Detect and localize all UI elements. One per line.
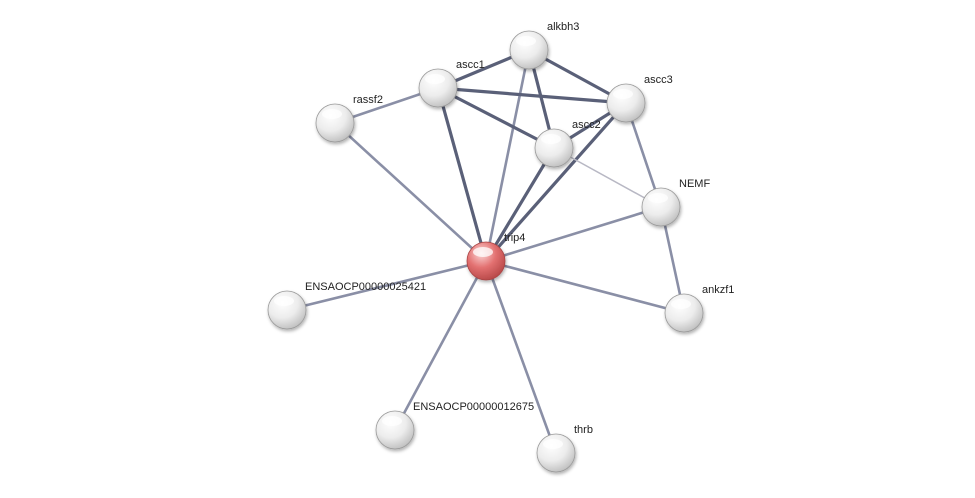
node-label-alkbh3: alkbh3 xyxy=(547,21,579,33)
edge-ENSAOCP00000012675-trip4 xyxy=(393,259,488,432)
node-gloss-thrb xyxy=(543,439,563,449)
node-label-rassf2: rassf2 xyxy=(353,94,383,106)
node-gloss-NEMF xyxy=(648,193,668,203)
node-rassf2[interactable]: rassf2 xyxy=(315,94,383,143)
node-label-NEMF: NEMF xyxy=(679,178,710,190)
node-thrb[interactable]: thrb xyxy=(536,424,593,473)
node-gloss-rassf2 xyxy=(322,109,342,119)
edge-ascc1-trip4 xyxy=(436,86,488,263)
node-ENSAOCP00000012675[interactable]: ENSAOCP00000012675 xyxy=(375,401,534,450)
node-label-trip4: trip4 xyxy=(504,232,525,244)
node-gloss-ascc1 xyxy=(425,74,445,84)
edge-NEMF-trip4 xyxy=(484,205,663,263)
node-ascc1[interactable]: ascc1 xyxy=(418,59,485,108)
node-ENSAOCP00000025421[interactable]: ENSAOCP00000025421 xyxy=(267,281,426,330)
node-ascc2[interactable]: ascc2 xyxy=(534,119,601,168)
node-trip4[interactable]: trip4 xyxy=(466,232,525,281)
node-label-ENSAOCP00000025421: ENSAOCP00000025421 xyxy=(305,281,426,293)
node-label-ascc1: ascc1 xyxy=(456,59,485,71)
node-NEMF[interactable]: NEMF xyxy=(641,178,710,227)
node-alkbh3[interactable]: alkbh3 xyxy=(509,21,579,70)
edge-ascc3-trip4 xyxy=(484,101,628,263)
node-ankzf1[interactable]: ankzf1 xyxy=(664,284,734,333)
node-ascc3[interactable]: ascc3 xyxy=(606,74,673,123)
node-gloss-trip4 xyxy=(473,247,493,257)
node-label-ascc3: ascc3 xyxy=(644,74,673,86)
edge-thrb-trip4 xyxy=(484,259,558,455)
edge-ascc2-NEMF xyxy=(553,147,662,208)
node-label-ENSAOCP00000012675: ENSAOCP00000012675 xyxy=(413,401,534,413)
node-gloss-ascc2 xyxy=(541,134,561,144)
edge-rassf2-trip4 xyxy=(333,121,488,263)
edge-ankzf1-trip4 xyxy=(484,259,686,315)
node-gloss-ascc3 xyxy=(613,89,633,99)
edge-ascc2-trip4 xyxy=(484,146,556,263)
node-gloss-ENSAOCP00000012675 xyxy=(382,416,402,426)
node-label-ankzf1: ankzf1 xyxy=(702,284,734,296)
node-gloss-ENSAOCP00000025421 xyxy=(274,296,294,306)
node-gloss-ankzf1 xyxy=(671,299,691,309)
node-gloss-alkbh3 xyxy=(516,36,536,46)
edge-ascc1-ascc3 xyxy=(436,86,628,105)
node-label-thrb: thrb xyxy=(574,424,593,436)
edge-ascc1-ascc2 xyxy=(436,86,556,150)
node-label-ascc2: ascc2 xyxy=(572,119,601,131)
edge-alkbh3-trip4 xyxy=(484,48,531,263)
edge-ENSAOCP00000025421-trip4 xyxy=(285,259,488,312)
